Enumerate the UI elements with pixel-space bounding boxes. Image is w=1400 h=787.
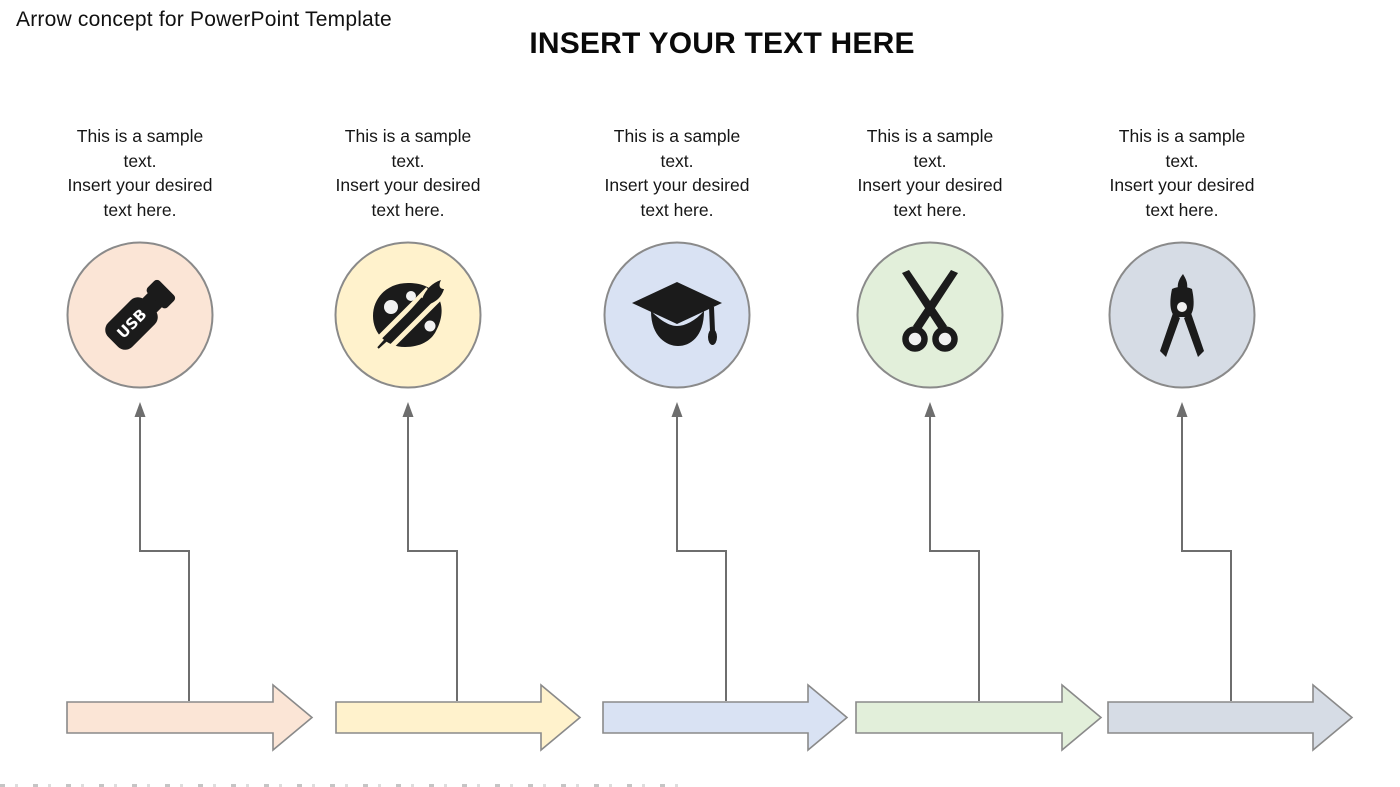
column-1-text: This is a sample text. Insert your desir… — [67, 126, 213, 220]
paint-palette-icon — [370, 280, 444, 356]
scissors-ring-2 — [902, 326, 928, 352]
up-arrowhead-2 — [402, 402, 414, 417]
tassel-cord — [709, 307, 715, 331]
up-arrowhead-3 — [671, 402, 683, 417]
cropped-watermark-sliver — [0, 784, 690, 787]
column-2-text: This is a sample text. Insert your desir… — [335, 126, 481, 220]
usb-body — [105, 297, 158, 350]
connector-1 — [139, 412, 190, 701]
process-arrow-1 — [66, 683, 314, 752]
connector-5 — [1181, 412, 1232, 701]
compass-leg-left — [1160, 313, 1180, 357]
process-arrow-4 — [855, 683, 1103, 752]
compass-hole — [1177, 302, 1187, 312]
scissors-pivot — [926, 308, 934, 316]
column-3-text: This is a sample text. Insert your desir… — [604, 126, 750, 220]
compass-leg-right — [1184, 313, 1204, 357]
scissors-blade-2 — [913, 270, 958, 331]
up-arrowhead-5 — [1176, 402, 1188, 417]
cap-dome — [651, 311, 704, 346]
mortarboard — [632, 282, 722, 324]
connector-arrowheads — [134, 402, 1188, 417]
palette-gap-2 — [382, 296, 442, 356]
main-heading: INSERT YOUR TEXT HERE — [529, 27, 915, 60]
connectors — [139, 412, 1232, 701]
palette-dot-1 — [384, 300, 398, 314]
palette-dot-3 — [424, 320, 436, 332]
brush-head — [422, 280, 444, 305]
process-arrow-5 — [1107, 683, 1354, 752]
slide-title: Arrow concept for PowerPoint Template — [16, 8, 392, 31]
scissors-icon — [902, 270, 958, 352]
connector-4 — [929, 412, 980, 701]
brush-handle — [377, 297, 429, 349]
column-5-text: This is a sample text. Insert your desir… — [1109, 126, 1255, 220]
usb-cap — [146, 279, 176, 309]
up-arrowhead-4 — [924, 402, 936, 417]
scissors-ring-1 — [932, 326, 958, 352]
column-4-text: This is a sample text. Insert your desir… — [857, 126, 1003, 220]
bottom-arrows — [66, 683, 1354, 752]
graduation-cap-icon — [632, 282, 722, 346]
palette-dot-2 — [406, 291, 416, 301]
usb-neck — [142, 292, 163, 313]
tassel-end — [708, 329, 717, 345]
connector-2 — [407, 412, 458, 701]
compass-knob — [1177, 274, 1188, 289]
compass-body — [1170, 286, 1194, 317]
connector-3 — [676, 412, 727, 701]
palette-gap-1 — [370, 287, 430, 347]
process-arrow-2 — [335, 683, 582, 752]
drafting-compass-icon — [1160, 274, 1204, 357]
up-arrowhead-1 — [134, 402, 146, 417]
process-arrow-3 — [602, 683, 849, 752]
scissors-blade-1 — [902, 270, 947, 331]
